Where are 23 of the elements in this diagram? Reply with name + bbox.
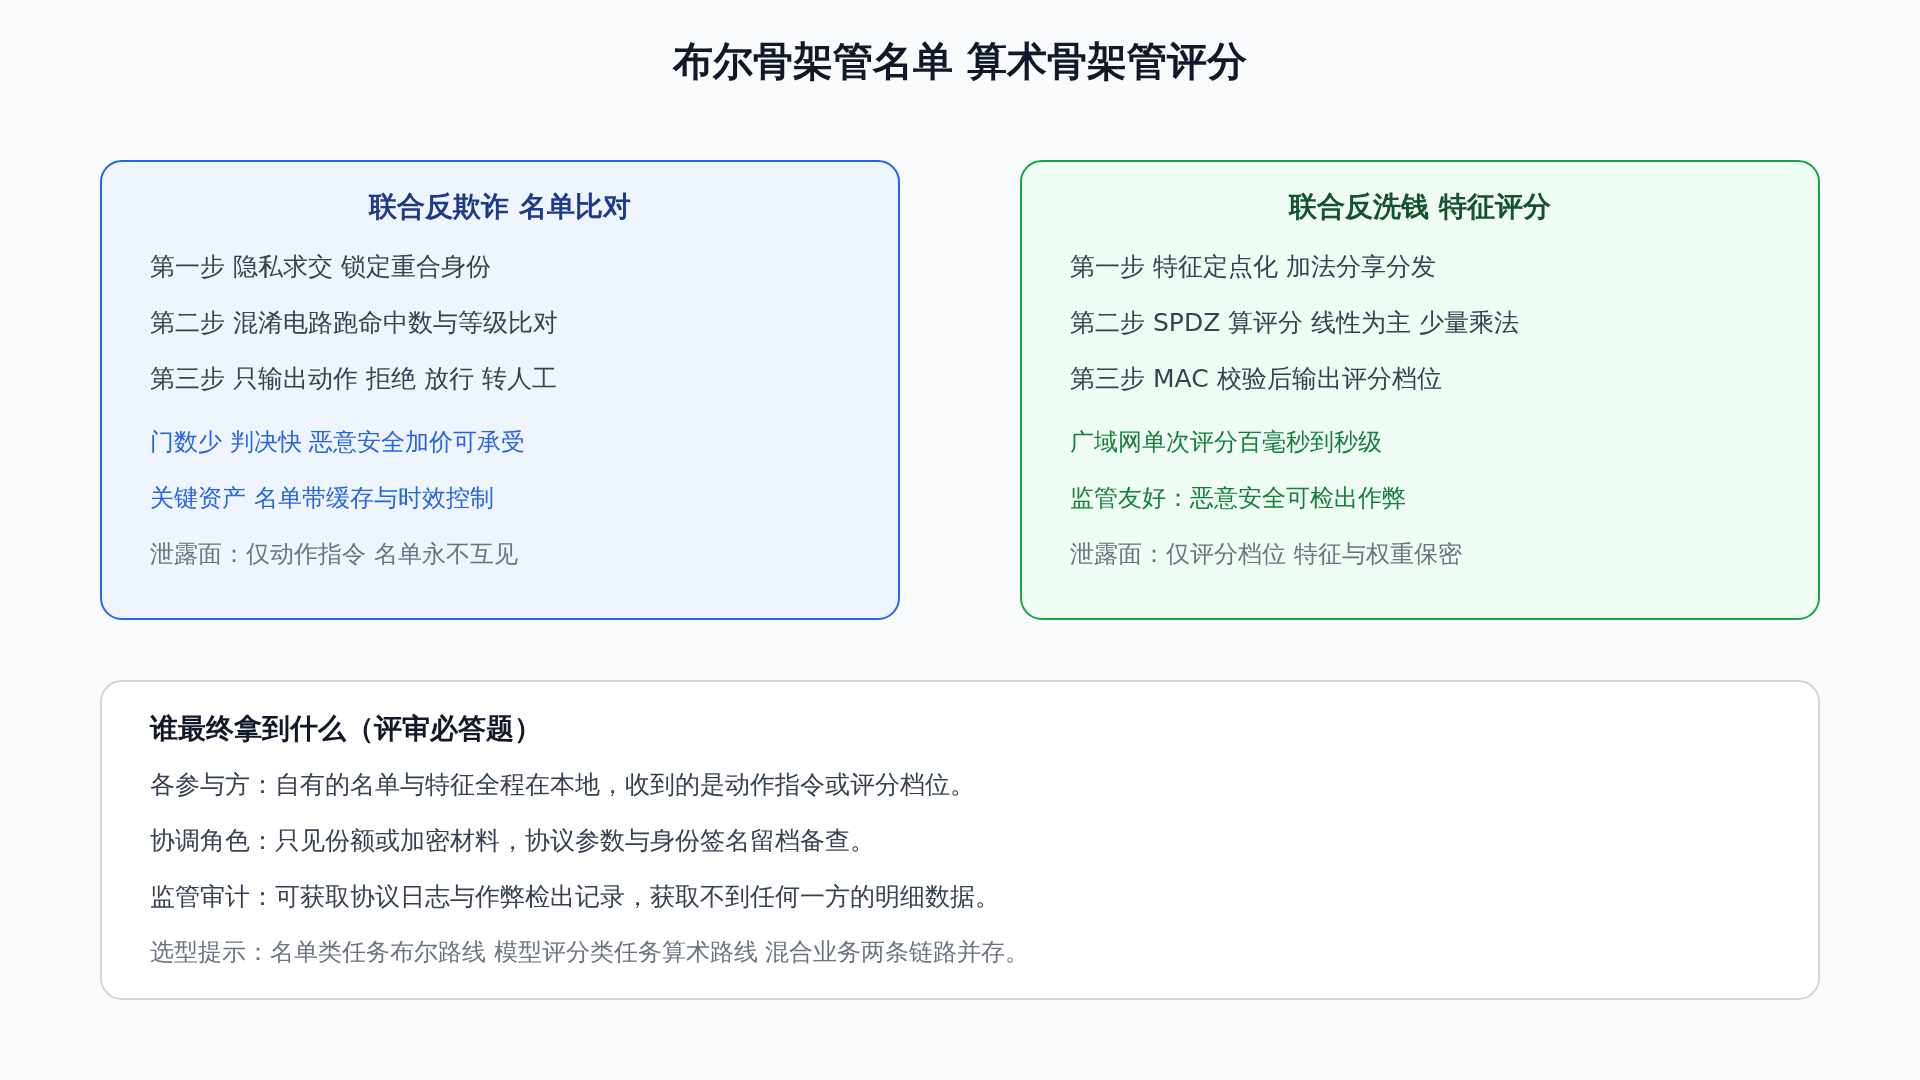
exposure-note: 泄露面：仅评分档位 特征与权重保密	[1070, 539, 1462, 570]
info-card	[100, 680, 1820, 1000]
info-card	[1020, 160, 1820, 620]
highlight-note: 关键资产 名单带缓存与时效控制	[150, 483, 494, 514]
tip-note: 选型提示：名单类任务布尔路线 模型评分类任务算术路线 混合业务两条链路并存。	[150, 937, 1030, 968]
card-heading: 联合反欺诈 名单比对	[367, 189, 632, 225]
answer-text: 监管审计：可获取协议日志与作弊检出记录，获取不到任何一方的明细数据。	[150, 881, 1000, 913]
step-text: 第三步 只输出动作 拒绝 放行 转人工	[150, 363, 557, 395]
step-text: 第二步 混淆电路跑命中数与等级比对	[150, 307, 558, 339]
info-card	[100, 160, 900, 620]
card-heading: 联合反洗钱 特征评分	[1287, 189, 1552, 225]
card-heading: 谁最终拿到什么（评审必答题）	[150, 711, 542, 747]
highlight-note: 门数少 判决快 恶意安全加价可承受	[150, 427, 526, 458]
answer-text: 协调角色：只见份额或加密材料，协议参数与身份签名留档备查。	[150, 825, 875, 857]
exposure-note: 泄露面：仅动作指令 名单永不互见	[150, 539, 518, 570]
step-text: 第二步 SPDZ 算评分 线性为主 少量乘法	[1070, 307, 1520, 339]
step-text: 第三步 MAC 校验后输出评分档位	[1070, 363, 1442, 395]
answer-text: 各参与方：自有的名单与特征全程在本地，收到的是动作指令或评分档位。	[150, 769, 975, 801]
page-title: 布尔骨架管名单 算术骨架管评分	[673, 38, 1247, 84]
highlight-note: 监管友好：恶意安全可检出作弊	[1070, 483, 1406, 514]
step-text: 第一步 特征定点化 加法分享分发	[1070, 251, 1436, 283]
highlight-note: 广域网单次评分百毫秒到秒级	[1070, 427, 1382, 458]
step-text: 第一步 隐私求交 锁定重合身份	[150, 251, 491, 283]
